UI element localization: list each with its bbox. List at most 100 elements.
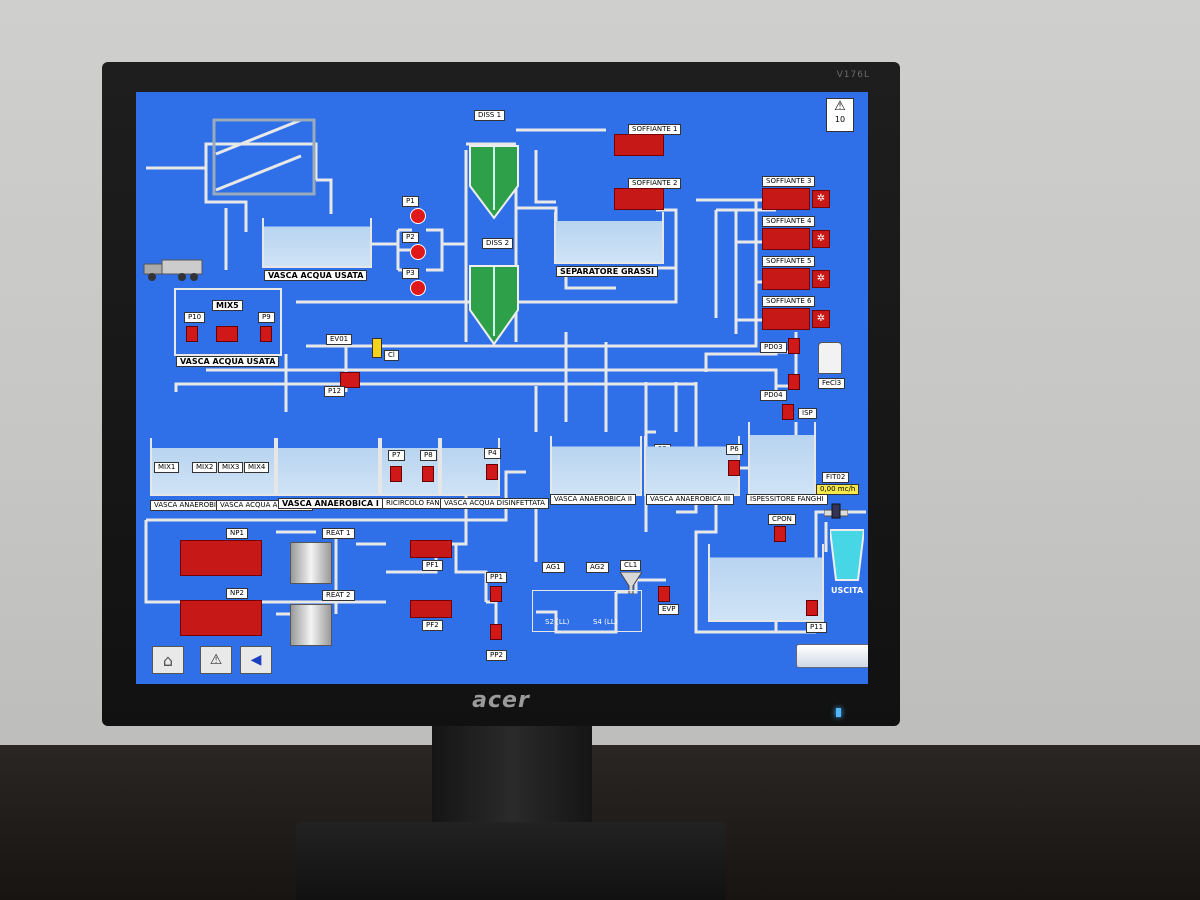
label-cpon: CPON — [768, 514, 796, 525]
tank-ispessitore — [748, 422, 816, 496]
back-arrow-icon: ◀ — [250, 652, 262, 668]
label-s4: S4 (LL) — [593, 618, 618, 626]
label-mix4: MIX4 — [244, 462, 270, 473]
label-p12: P12 — [324, 386, 346, 397]
tank-vasca-anaerobica-2 — [550, 436, 642, 496]
pump-p7[interactable] — [390, 466, 402, 482]
label-soffiante6: SOFFIANTE 6 — [762, 296, 816, 307]
mix5-unit — [174, 288, 282, 356]
label-pf2: PF2 — [422, 620, 443, 631]
monitor-model: V176L — [836, 70, 870, 80]
label-reat1: REAT 1 — [322, 528, 355, 539]
pump-p2[interactable] — [410, 244, 426, 260]
unit-np1 — [180, 540, 262, 576]
label-p7: P7 — [388, 450, 405, 461]
warning-icon: ⚠ — [209, 652, 223, 668]
blower-soffiante4[interactable] — [762, 228, 810, 250]
label-pf1: PF1 — [422, 560, 443, 571]
label-fit02: FIT02 — [822, 472, 850, 483]
pump-pf2[interactable] — [410, 600, 452, 618]
pump-cpon[interactable] — [774, 526, 786, 542]
label-cl: Cl — [384, 350, 399, 361]
blower-soffiante5[interactable] — [762, 268, 810, 290]
pump-p12[interactable] — [340, 372, 360, 388]
power-led — [836, 708, 841, 717]
label-fecl3: FeCl3 — [818, 378, 846, 389]
label-p9: P9 — [258, 312, 275, 323]
pump-p10[interactable] — [186, 326, 198, 342]
label-pp1: PP1 — [486, 572, 507, 583]
pump-p8[interactable] — [422, 466, 434, 482]
label-uscita: USCITA — [831, 586, 864, 595]
label-p3: P3 — [402, 268, 419, 279]
scada-screen: DISS 1 DISS 2 SOFFIANTE 1 SOFFIANTE 2 P1… — [136, 92, 868, 684]
action-button[interactable] — [796, 644, 868, 668]
back-button[interactable]: ◀ — [240, 646, 272, 674]
label-pp2: PP2 — [486, 650, 507, 661]
label-p10: P10 — [184, 312, 206, 323]
label-separatore-grassi: SEPARATORE GRASSI — [556, 266, 659, 277]
label-soffiante3: SOFFIANTE 3 — [762, 176, 816, 187]
diss1-clarifier — [469, 145, 519, 220]
label-ispessitore-fanghi: ISPESSITORE FANGHI — [746, 494, 828, 505]
label-np1: NP1 — [226, 528, 248, 539]
warning-icon: ⚠ — [834, 99, 846, 114]
pump-isp[interactable] — [782, 404, 794, 420]
label-mix3: MIX3 — [218, 462, 244, 473]
outlet-tank — [830, 529, 864, 581]
label-vasca-anaerobica-1: VASCA ANAEROBICA I — [278, 498, 383, 509]
fan-soffiante3-icon: ✲ — [812, 190, 830, 208]
label-reat2: REAT 2 — [322, 590, 355, 601]
label-np2: NP2 — [226, 588, 248, 599]
label-s2: S2 (LL) — [545, 618, 570, 626]
reactor-reat2 — [290, 604, 332, 646]
blower-soffiante3[interactable] — [762, 188, 810, 210]
mixer-mix5[interactable] — [216, 326, 238, 342]
pump-pd03[interactable] — [788, 338, 800, 354]
label-mix2: MIX2 — [192, 462, 218, 473]
label-diss2: DISS 2 — [482, 238, 514, 249]
pump-p11[interactable] — [806, 600, 818, 616]
pump-pp2[interactable] — [490, 624, 502, 640]
label-mix1: MIX1 — [154, 462, 180, 473]
monitor-brand-logo: acer — [472, 688, 530, 713]
unit-np2 — [180, 600, 262, 636]
label-ag2: AG2 — [586, 562, 609, 573]
pump-p1[interactable] — [410, 208, 426, 224]
pump-evp[interactable] — [658, 586, 670, 602]
label-evp: EVP — [658, 604, 680, 615]
home-button[interactable]: ⌂ — [152, 646, 184, 674]
flowmeter-icon — [824, 503, 848, 519]
pump-pp1[interactable] — [490, 586, 502, 602]
label-isp: ISP — [798, 408, 817, 419]
alarms-button[interactable]: ⚠ — [200, 646, 232, 674]
pump-p6[interactable] — [728, 460, 740, 476]
chemical-hopper — [620, 572, 642, 594]
label-p1: P1 — [402, 196, 419, 207]
label-soffiante5: SOFFIANTE 5 — [762, 256, 816, 267]
fan-soffiante6-icon: ✲ — [812, 310, 830, 328]
pump-p3[interactable] — [410, 280, 426, 296]
label-pd03: PD03 — [760, 342, 787, 353]
tank-s2-s4 — [532, 590, 642, 632]
label-vasca-acqua-usata-2: VASCA ACQUA USATA — [176, 356, 280, 367]
home-icon: ⌂ — [162, 650, 174, 670]
pump-p9[interactable] — [260, 326, 272, 342]
tank-final-clarifier — [708, 544, 824, 622]
pump-pf1[interactable] — [410, 540, 452, 558]
tank-separatore-grassi — [554, 212, 664, 264]
label-p11: P11 — [806, 622, 828, 633]
fit02-value: 0,00 mc/h — [816, 484, 860, 495]
blower-soffiante1 — [614, 134, 664, 156]
label-vasca-anaerobica-3: VASCA ANAEROBICA III — [646, 494, 735, 505]
label-cl1: CL1 — [620, 560, 642, 571]
pump-p4[interactable] — [486, 464, 498, 480]
fan-soffiante4-icon: ✲ — [812, 230, 830, 248]
label-vasca-anaerobica-2: VASCA ANAEROBICA II — [550, 494, 636, 505]
pump-pd04[interactable] — [788, 374, 800, 390]
alarm-indicator[interactable]: ⚠ 10 — [826, 98, 854, 132]
label-ev01: EV01 — [326, 334, 353, 345]
truck-icon — [143, 259, 203, 281]
label-p6: P6 — [726, 444, 743, 455]
blower-soffiante6[interactable] — [762, 308, 810, 330]
